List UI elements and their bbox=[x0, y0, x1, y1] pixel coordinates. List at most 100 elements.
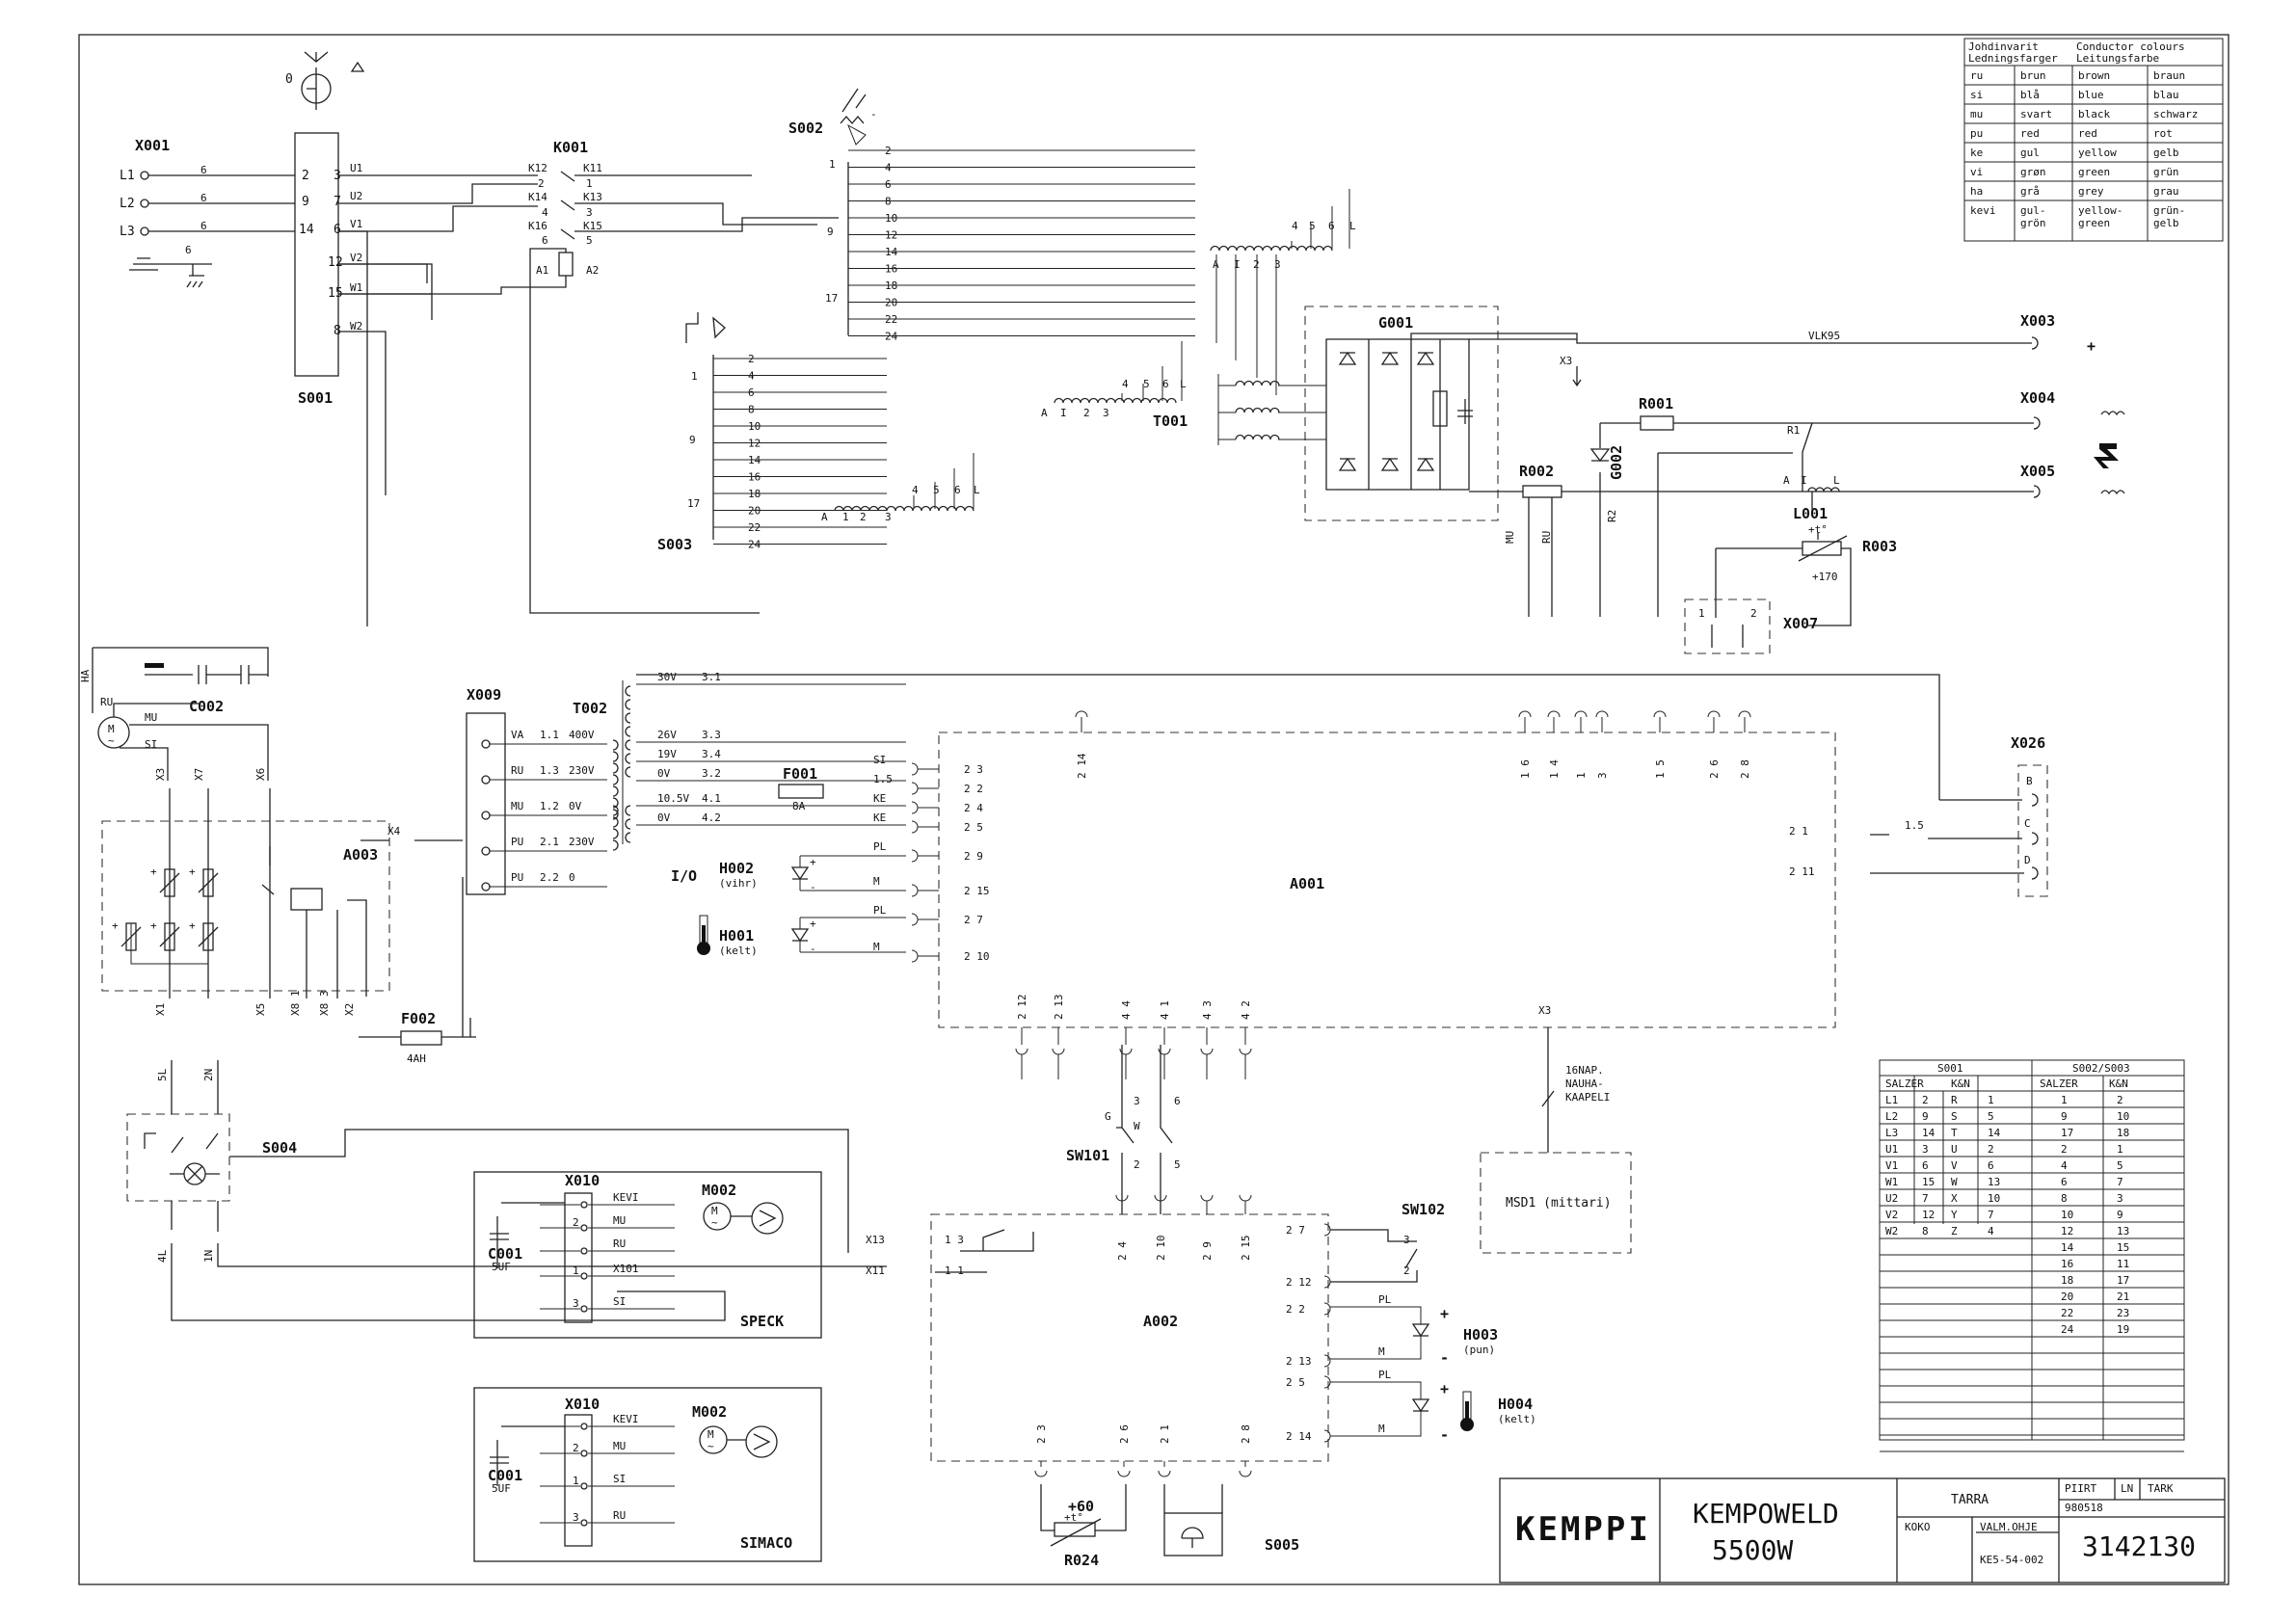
x3-label: X3 bbox=[1560, 355, 1572, 367]
svg-text:1: 1 bbox=[2117, 1143, 2123, 1156]
svg-text:24: 24 bbox=[2061, 1323, 2074, 1336]
svg-text:1.1: 1.1 bbox=[540, 729, 559, 741]
svg-text:17: 17 bbox=[687, 497, 700, 510]
svg-text:red: red bbox=[2020, 127, 2040, 140]
svg-text:grau: grau bbox=[2153, 185, 2179, 198]
svg-text:2: 2 bbox=[2117, 1094, 2123, 1106]
svg-text:2 4: 2 4 bbox=[1116, 1241, 1129, 1261]
svg-text:1: 1 bbox=[691, 370, 698, 383]
svg-text:X7: X7 bbox=[193, 768, 205, 781]
svg-text:14: 14 bbox=[1922, 1127, 1936, 1139]
svg-text:8: 8 bbox=[2061, 1192, 2068, 1205]
svg-text:grå: grå bbox=[2020, 185, 2040, 198]
svg-text:gelb: gelb bbox=[2153, 146, 2179, 159]
x026-label: X026 bbox=[2011, 734, 2045, 752]
svg-text:PL: PL bbox=[1378, 1369, 1392, 1381]
drawing-border bbox=[78, 34, 2229, 1585]
svg-text:0V: 0V bbox=[657, 812, 671, 824]
sw101-label: SW101 bbox=[1066, 1147, 1109, 1164]
svg-text:grön: grön bbox=[2020, 217, 2046, 229]
svg-text:2 12: 2 12 bbox=[1286, 1276, 1312, 1289]
ct-head-left-2: Ledningsfarger bbox=[1968, 52, 2058, 65]
svg-text:15: 15 bbox=[1922, 1176, 1935, 1188]
svg-text:si: si bbox=[1970, 89, 1983, 101]
wire-label: 6 bbox=[200, 164, 207, 176]
svg-text:W: W bbox=[1134, 1120, 1140, 1132]
svg-text:X5: X5 bbox=[254, 1003, 267, 1016]
svg-text:V2: V2 bbox=[1885, 1209, 1898, 1221]
svg-text:PU: PU bbox=[511, 836, 523, 848]
svg-text:4: 4 bbox=[1292, 220, 1298, 232]
fuse-f001: F001 8A bbox=[778, 765, 824, 812]
svg-text:4 3: 4 3 bbox=[1201, 1000, 1214, 1020]
svg-text:gelb: gelb bbox=[2153, 217, 2179, 229]
svg-text:3: 3 bbox=[885, 511, 892, 523]
svg-text:black: black bbox=[2078, 108, 2110, 120]
svg-text:5: 5 bbox=[1309, 220, 1316, 232]
sw102-label: SW102 bbox=[1402, 1201, 1445, 1218]
svg-text:2 13: 2 13 bbox=[1286, 1355, 1312, 1368]
svg-text:V: V bbox=[1951, 1159, 1958, 1172]
svg-text:U2: U2 bbox=[1885, 1192, 1898, 1205]
svg-text:5: 5 bbox=[933, 484, 940, 496]
svg-text:S: S bbox=[1951, 1110, 1958, 1123]
svg-text:X: X bbox=[1951, 1192, 1958, 1205]
svg-text:grøn: grøn bbox=[2020, 166, 2046, 178]
svg-text:L: L bbox=[974, 484, 980, 496]
svg-text:V2: V2 bbox=[350, 252, 362, 264]
meter-msd1: X3 16NAP. NAUHA- KAAPELI MSD1 (mittari) bbox=[1480, 1004, 1632, 1254]
r2-label: R2 bbox=[1606, 510, 1618, 522]
svg-text:2: 2 bbox=[302, 169, 309, 183]
svg-text:4: 4 bbox=[542, 206, 548, 219]
svg-text:L: L bbox=[1180, 378, 1187, 390]
svg-text:X4: X4 bbox=[387, 825, 401, 838]
svg-text:RU: RU bbox=[100, 696, 113, 708]
svg-text:17: 17 bbox=[825, 292, 838, 305]
r001-label: R001 bbox=[1639, 395, 1673, 412]
svg-text:20: 20 bbox=[2061, 1290, 2073, 1303]
svg-text:KE: KE bbox=[873, 812, 886, 824]
f001-value: 8A bbox=[792, 800, 806, 812]
svg-text:K12: K12 bbox=[528, 162, 547, 174]
svg-text:schwarz: schwarz bbox=[2153, 108, 2198, 120]
svg-text:kevi: kevi bbox=[1970, 204, 1996, 217]
st-head-s002: S002/S003 bbox=[2072, 1062, 2130, 1075]
svg-text:grey: grey bbox=[2078, 185, 2104, 198]
svg-text:gul-: gul- bbox=[2020, 204, 2046, 217]
svg-text:3.4: 3.4 bbox=[702, 748, 721, 760]
svg-text:2 10: 2 10 bbox=[964, 950, 990, 963]
st-sub-kn2: K&N bbox=[2109, 1078, 2128, 1090]
date-code: 980518 bbox=[2065, 1502, 2103, 1514]
svg-text:~: ~ bbox=[711, 1216, 718, 1229]
s005-label: S005 bbox=[1265, 1536, 1299, 1554]
svg-text:K14: K14 bbox=[528, 191, 547, 203]
svg-text:21: 21 bbox=[2117, 1290, 2129, 1303]
svg-text:2 5: 2 5 bbox=[1286, 1376, 1305, 1389]
svg-text:1.3: 1.3 bbox=[540, 764, 559, 777]
svg-text:4: 4 bbox=[2061, 1159, 2068, 1172]
svg-text:L: L bbox=[1349, 220, 1356, 232]
svg-text:blau: blau bbox=[2153, 89, 2179, 101]
ground-icon bbox=[186, 264, 204, 288]
svg-text:2 2: 2 2 bbox=[964, 783, 983, 795]
r003-value: +170 bbox=[1812, 571, 1838, 583]
x3-ribbon-label: X3 bbox=[1538, 1004, 1551, 1017]
svg-text:3: 3 bbox=[586, 206, 593, 219]
fan-icon bbox=[745, 1425, 778, 1458]
svg-text:R: R bbox=[1951, 1094, 1958, 1106]
l2-label: L2 bbox=[120, 197, 135, 211]
svg-text:RU: RU bbox=[613, 1509, 626, 1522]
svg-text:PL: PL bbox=[873, 840, 887, 853]
svg-text:MU: MU bbox=[145, 711, 157, 724]
svg-text:R1: R1 bbox=[1787, 424, 1800, 437]
svg-text:4.1: 4.1 bbox=[702, 792, 721, 805]
svg-text:W1: W1 bbox=[350, 281, 362, 294]
io-label: I/O bbox=[671, 867, 697, 885]
h004-sub: (kelt) bbox=[1498, 1413, 1536, 1425]
svg-text:17: 17 bbox=[2117, 1274, 2129, 1287]
svg-text:-: - bbox=[810, 943, 816, 955]
x007-label: X007 bbox=[1783, 615, 1818, 632]
svg-text:1 3: 1 3 bbox=[945, 1234, 964, 1246]
